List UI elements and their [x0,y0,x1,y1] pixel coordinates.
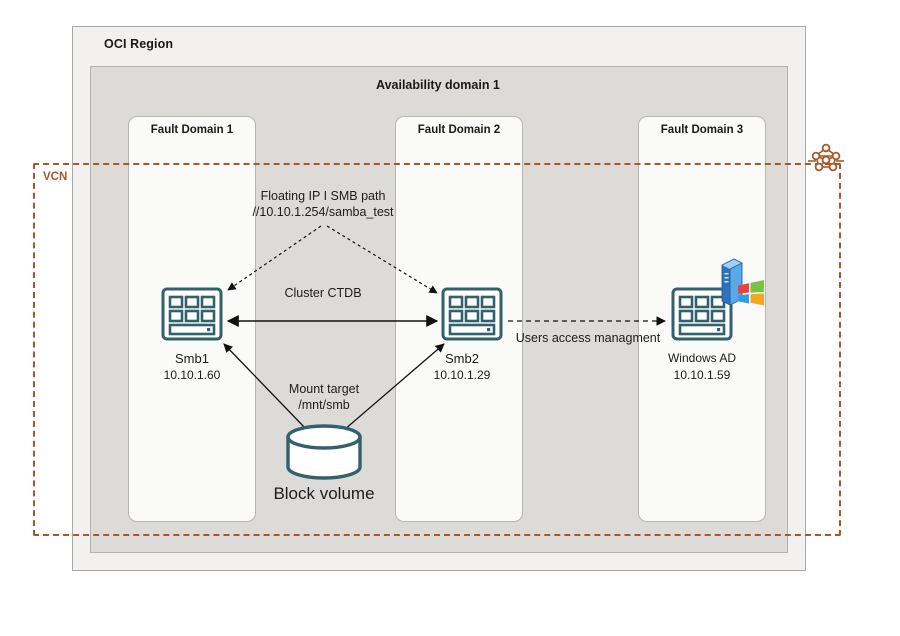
fault-domain-3-label: Fault Domain 3 [660,124,744,136]
windows-ad-server-icon[interactable] [670,286,734,342]
floating-ip-line-1: Floating IP I SMB path [260,189,386,203]
smb2-ip-label: 10.10.1.29 [433,368,491,382]
fault-domain-2-label: Fault Domain 2 [417,124,501,136]
fault-domain-1-label: Fault Domain 1 [150,124,234,136]
vcn-network-icon [808,143,844,172]
mount-target-annotation: Mount target /mnt/smb [264,381,384,413]
mount-target-line-2: /mnt/smb [298,398,350,412]
floating-ip-annotation: Floating IP I SMB path //10.10.1.254/sam… [248,188,398,220]
block-volume-cylinder-icon[interactable] [283,424,365,480]
windows-ad-ip-label: 10.10.1.59 [673,368,731,382]
users-access-annotation: Users access managment [515,331,661,345]
smb1-name-label: Smb1 [175,351,209,366]
smb2-server-icon[interactable] [440,286,504,342]
smb1-ip-label: 10.10.1.60 [163,368,221,382]
smb1-server-icon[interactable] [160,286,224,342]
block-volume-label: Block volume [273,484,375,503]
availability-domain-label: Availability domain 1 [376,78,500,92]
oci-region-label: OCI Region [104,37,174,51]
floating-ip-line-2: //10.10.1.254/samba_test [252,205,394,219]
vcn-label: VCN [43,171,68,183]
windows-ad-name-label: Windows AD [667,351,737,365]
smb2-name-label: Smb2 [445,351,479,366]
cluster-ctdb-annotation: Cluster CTDB [284,286,362,300]
windows-logo-icon [721,258,764,306]
mount-target-line-1: Mount target [288,382,360,396]
